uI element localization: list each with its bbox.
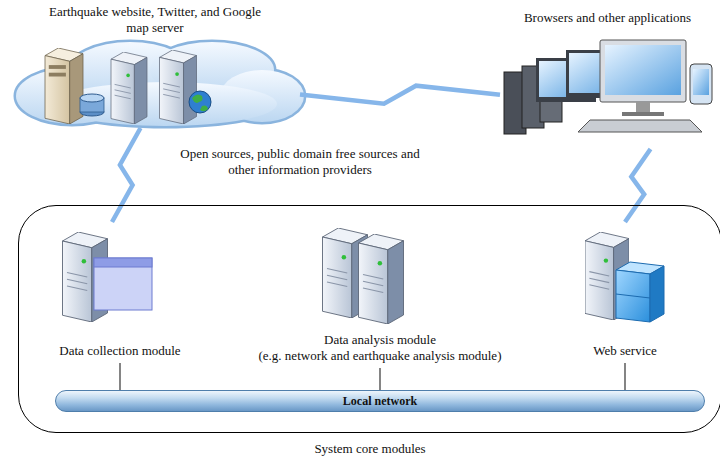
- client-group: Browsers and other applications: [500, 8, 715, 148]
- node-label: Data analysis module: [324, 332, 436, 348]
- node-label: Earthquake website, Twitter, and Google …: [40, 4, 270, 36]
- node-label: Local network: [343, 394, 417, 408]
- network-line: [624, 363, 625, 390]
- wireless-link: [300, 86, 500, 104]
- module-box: Data collection module: [40, 222, 200, 362]
- network-bus: Local network: [55, 390, 705, 412]
- node-label: Web service: [593, 343, 657, 359]
- network-line: [379, 368, 380, 390]
- network-line: [119, 363, 120, 390]
- module-box: Data analysis module(e.g. network and ea…: [235, 222, 525, 367]
- cloud-source: Earthquake website, Twitter, and Google …: [10, 2, 300, 127]
- wireless-link: [112, 128, 141, 222]
- annotation-text: Open sources, public domain free sources…: [170, 146, 430, 178]
- core-boundary: System core modules Data collection modul…: [18, 205, 720, 460]
- node-label: Data collection module: [59, 343, 180, 359]
- module-box: Web service: [555, 222, 695, 362]
- node-label: (e.g. network and earthquake analysis mo…: [259, 348, 502, 364]
- wireless-link: [625, 149, 651, 222]
- node-label: Browsers and other applications: [524, 10, 691, 26]
- node-label: System core modules: [314, 441, 425, 457]
